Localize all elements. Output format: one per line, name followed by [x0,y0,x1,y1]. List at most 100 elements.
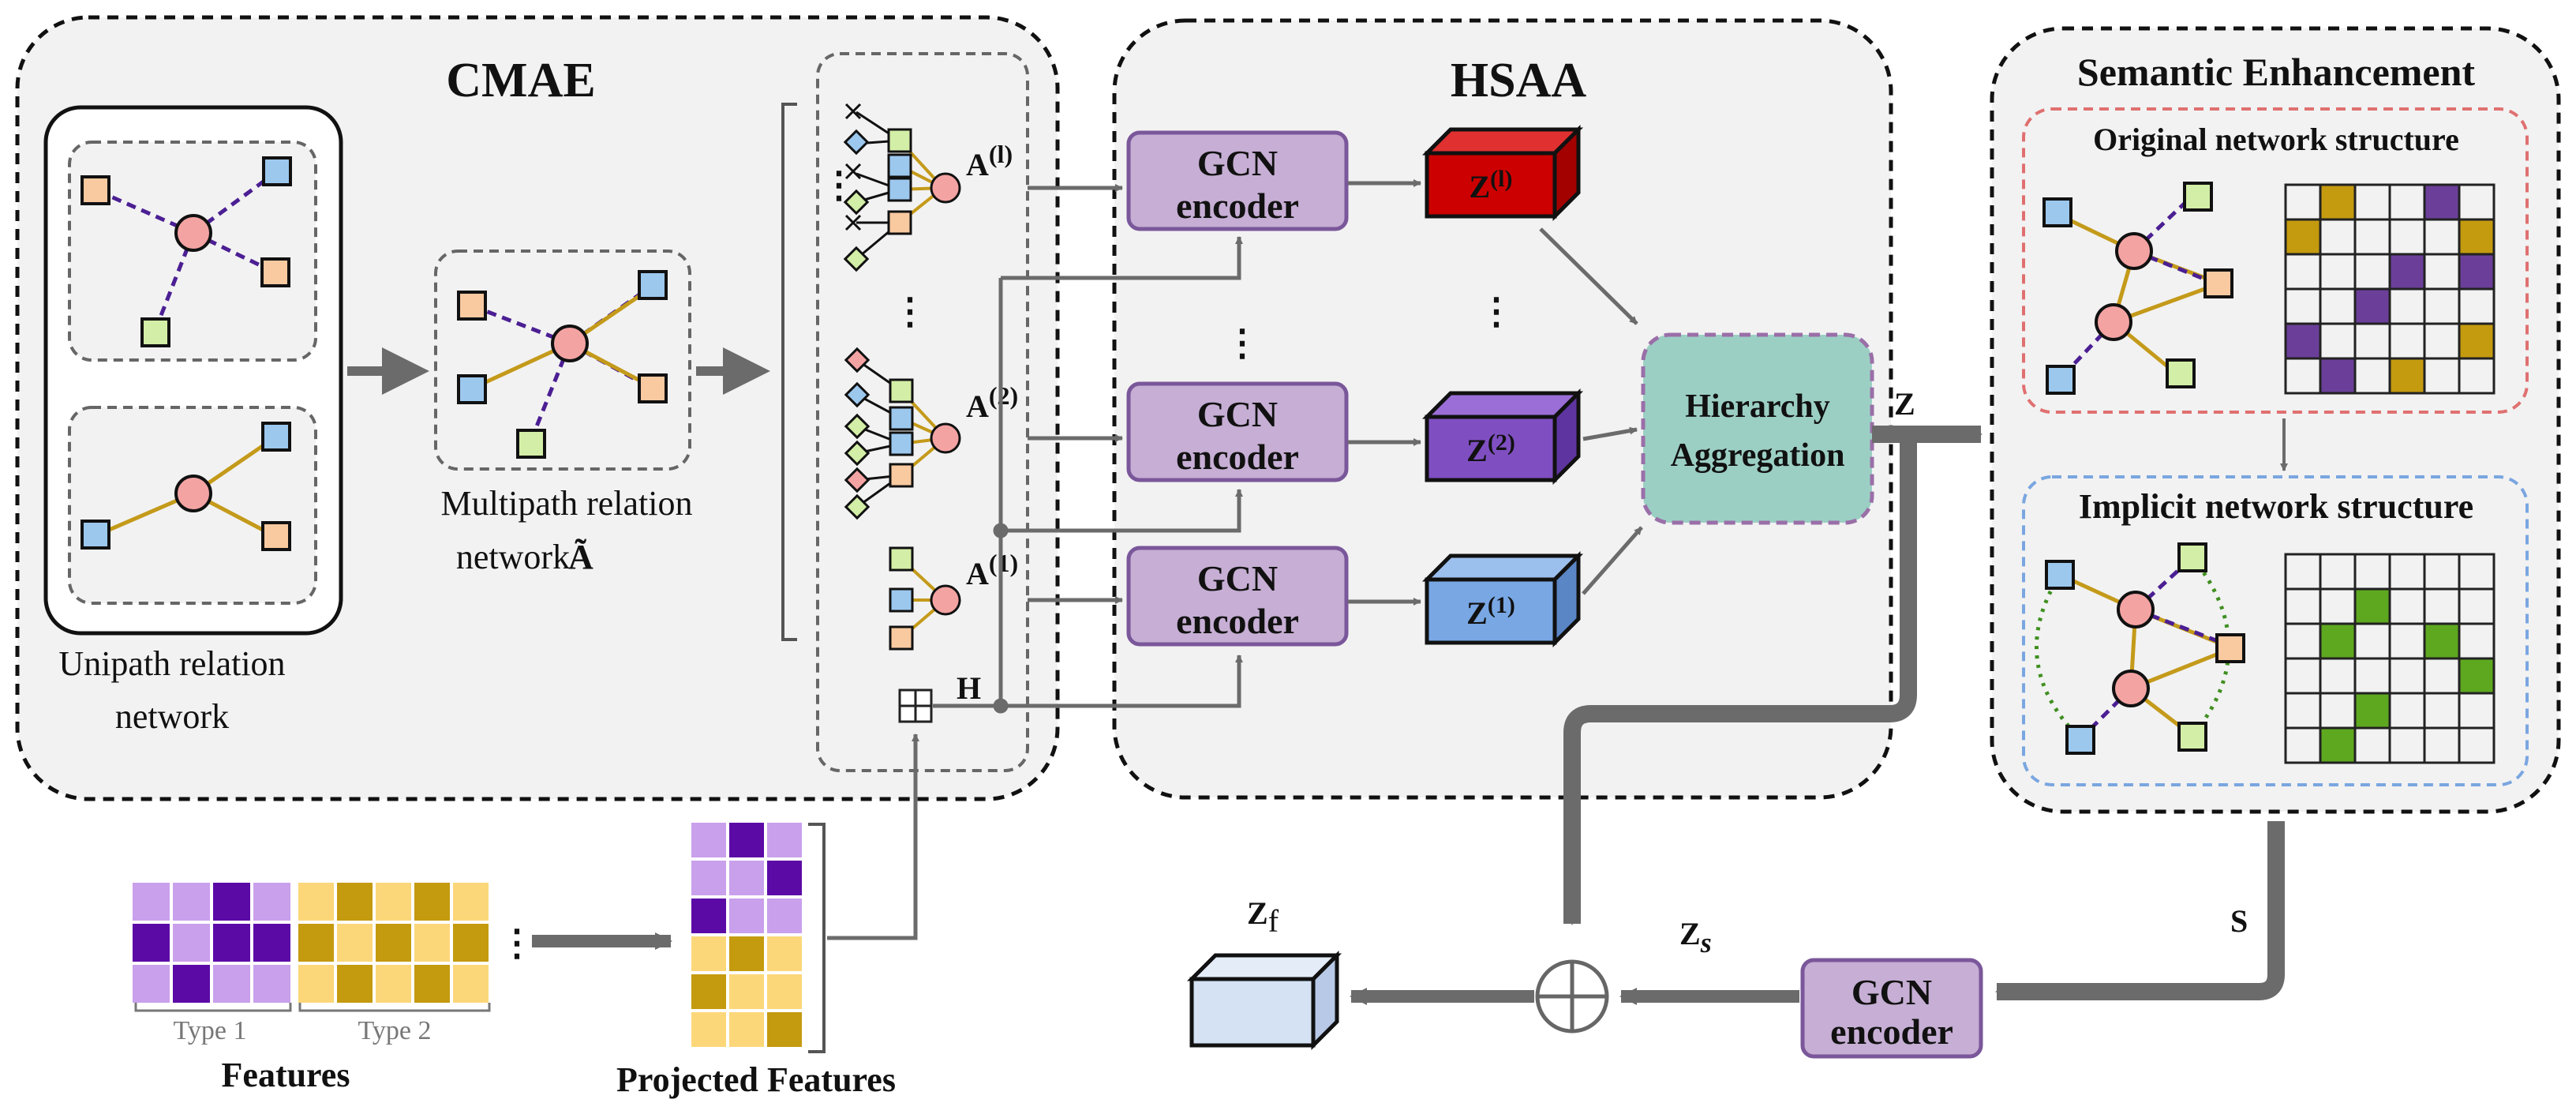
matrix-cell [2284,357,2322,395]
matrix-cell [764,1009,805,1050]
square-node-icon [2203,268,2233,298]
matrix-cell [688,933,729,974]
square-node-icon [457,291,487,321]
matrix-cell [2284,587,2322,625]
matrix-cell [450,880,492,924]
svg-text:⋮: ⋮ [1224,323,1260,363]
svg-text:A(1): A(1) [966,549,1018,591]
square-node-icon [80,520,110,550]
matrix-cell [2423,218,2461,256]
svg-text:⋮: ⋮ [892,291,928,332]
unipath-subnetwork-purple [80,156,292,347]
matrix-cell [2458,657,2496,695]
matrix-cell [2319,357,2357,395]
svg-text:GCN: GCN [1197,143,1278,183]
matrix-cell [2388,287,2426,325]
matrix-cell [129,880,173,924]
matrix-cell [2458,726,2496,764]
matrix-cell [2423,553,2461,591]
matrix-cell [210,880,253,924]
matrix-cell [2458,253,2496,291]
h-label: H [957,670,981,706]
gcn-encoder-1: GCN encoder [1126,546,1349,647]
square-node-icon [2166,358,2196,388]
matrix-cell [2423,183,2461,221]
cmae-panel: CMAE [15,15,1060,801]
square-node-icon [80,175,110,205]
matrix-cell [2423,253,2461,291]
square-node-icon [2215,633,2245,663]
multipath-symbol: Ã [568,538,593,576]
svg-text:GCN: GCN [1197,558,1278,598]
square-node-icon [2177,542,2207,572]
unipath-subnetwork-gold [80,422,291,551]
matrix-cell [170,962,213,1006]
matrix-cell [764,933,805,974]
svg-text:GCN: GCN [1852,972,1932,1012]
matrix-cell [2284,218,2322,256]
matrix-cell [2423,287,2461,325]
matrix-cell [2388,726,2426,764]
matrix-cell [2423,657,2461,695]
hsaa-title: HSAA [1451,54,1586,107]
circle-node-icon [174,214,212,252]
plus-circle-icon [1535,959,1609,1034]
matrix-cell [250,921,294,965]
matrix-cell [2458,553,2496,591]
matrix-cell [2388,357,2426,395]
matrix-cell [2353,726,2391,764]
matrix-cell [2388,553,2426,591]
matrix-cell [688,895,729,936]
matrix-cell [726,895,767,936]
matrix-cell [2353,287,2391,325]
matrix-cell [2458,183,2496,221]
zs-label: Zs [1679,916,1712,959]
matrix-cell [764,820,805,861]
matrix-cell [411,962,453,1006]
circle-node-icon [174,475,212,512]
svg-text:Hierarchy: Hierarchy [1685,388,1830,425]
matrix-cell [2319,553,2357,591]
square-node-icon [457,374,487,404]
matrix-cell [411,880,453,924]
matrix-cell [2284,253,2322,291]
original-adjacency-matrix [2284,183,2496,395]
matrix-cell [2319,587,2357,625]
matrix-cell [726,820,767,861]
square-node-icon [260,257,290,287]
matrix-cell [688,857,729,899]
matrix-cell [2353,692,2391,730]
svg-text:⋮: ⋮ [1478,291,1515,332]
matrix-cell [688,820,729,861]
matrix-cell [2458,692,2496,730]
svg-text:A(l): A(l) [966,140,1013,182]
matrix-cell [2423,692,2461,730]
square-node-icon [2042,197,2072,227]
matrix-cell [210,962,253,1006]
tree-1: A(1) [889,546,1018,651]
matrix-cell [450,962,492,1006]
matrix-cell [210,921,253,965]
unipath-relation-network: Unipath relation network [43,105,343,736]
matrix-cell [764,971,805,1012]
matrix-cell [2319,218,2357,256]
matrix-cell [295,921,337,965]
matrix-cell [2284,657,2322,695]
hsaa-panel: HSAA GCN encoder GCN encoder GCN encoder… [1112,18,1893,800]
features-type2-matrix [295,880,492,1006]
matrix-cell [2284,322,2322,360]
original-structure-label: Original network structure [2093,122,2459,157]
square-node-icon [516,429,546,459]
matrix-cell [2388,322,2426,360]
matrix-cell [726,1009,767,1050]
matrix-cell [450,921,492,965]
matrix-cell [2388,622,2426,660]
h-routing [933,236,1243,714]
features-type1-matrix [129,880,294,1006]
circle-node-icon [2117,591,2155,628]
matrix-cell [764,857,805,899]
matrix-cell [295,962,337,1006]
matrix-cell [2284,726,2322,764]
circle-node-icon [2115,232,2153,270]
